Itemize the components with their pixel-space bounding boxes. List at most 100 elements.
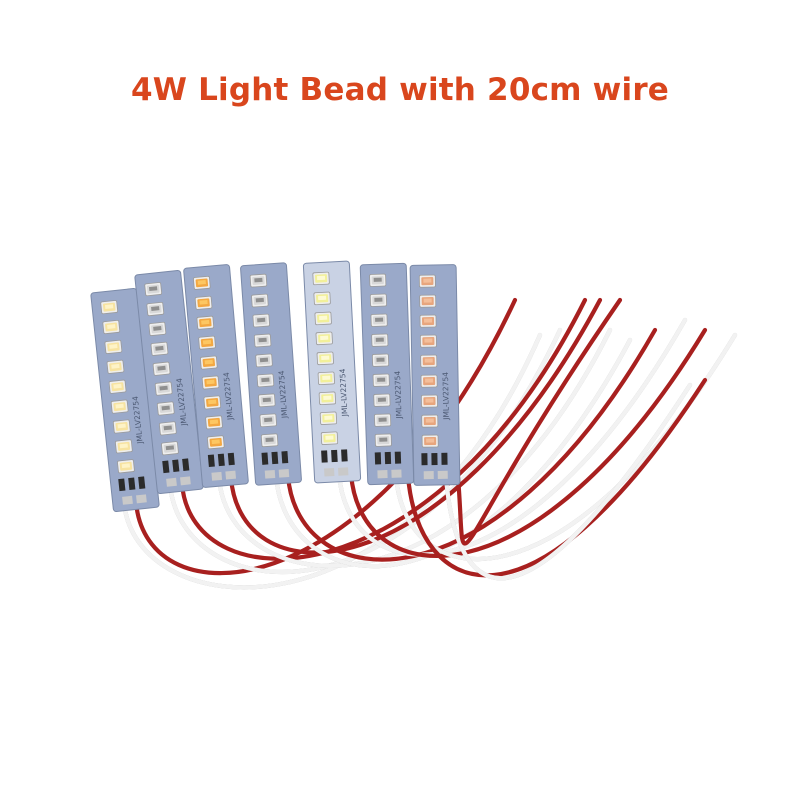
led-glow — [319, 315, 328, 321]
led-glow — [426, 438, 435, 443]
led-glow — [424, 318, 433, 323]
resistor — [421, 453, 428, 466]
led-glow — [206, 379, 215, 385]
led-glow — [423, 278, 432, 283]
led-glow — [374, 297, 383, 302]
resistor — [172, 459, 180, 473]
led-glow — [425, 378, 434, 383]
led-glow — [211, 439, 220, 445]
led-glow — [376, 357, 385, 362]
resistor — [394, 451, 402, 464]
led-glow — [318, 295, 327, 301]
led-glow — [261, 377, 270, 383]
led-strip-3: JML-LV22754 — [183, 264, 249, 488]
led-glow — [197, 280, 206, 285]
led-glow — [375, 317, 384, 322]
led-glow — [425, 398, 434, 403]
led-strip-6: JML-LV22754 — [359, 262, 415, 486]
solder-pad — [166, 477, 177, 487]
led-glow — [262, 397, 271, 403]
led-strip-5: JML-LV22754 — [302, 260, 362, 484]
led-glow — [255, 297, 264, 303]
solder-pad — [264, 469, 276, 479]
solder-pad — [278, 468, 290, 478]
board-label: JML-LV22754 — [393, 370, 404, 419]
solder-pad — [338, 467, 349, 476]
led-glow — [157, 365, 166, 371]
led-glow — [109, 344, 118, 349]
resistor — [321, 450, 328, 463]
led-glow — [254, 277, 263, 283]
solder-pad — [225, 470, 237, 480]
led-glow — [323, 395, 332, 400]
solder-pad — [180, 476, 191, 486]
resistor — [227, 452, 235, 466]
resistor — [384, 451, 392, 465]
solder-pad — [377, 470, 388, 479]
led-glow — [378, 417, 387, 422]
led-glow — [324, 415, 333, 420]
resistor — [374, 452, 382, 465]
solder-pad — [391, 469, 402, 478]
resistor — [271, 451, 279, 465]
board-label: JML-LV22754 — [441, 372, 451, 421]
led-glow — [259, 357, 269, 363]
led-glow — [379, 437, 388, 442]
led-glow — [199, 299, 208, 305]
led-glow — [257, 317, 266, 323]
led-glow — [159, 385, 168, 391]
wire — [228, 297, 603, 555]
resistor — [341, 449, 348, 462]
resistor — [128, 477, 136, 491]
led-glow — [121, 463, 131, 469]
resistor — [162, 460, 170, 474]
led-glow — [165, 445, 175, 451]
led-glow — [155, 345, 164, 351]
resistor — [441, 452, 448, 465]
led-glow — [119, 443, 128, 449]
led-glow — [321, 355, 330, 361]
led-glow — [258, 337, 267, 343]
led-glow — [424, 358, 433, 363]
resistor — [182, 458, 190, 471]
led-glow — [424, 338, 433, 343]
resistor — [331, 449, 338, 463]
led-glow — [104, 304, 114, 310]
resistor — [281, 451, 289, 464]
led-glow — [161, 405, 170, 411]
solder-pad — [324, 468, 335, 477]
solder-pad — [211, 471, 223, 481]
resistor — [431, 452, 438, 466]
led-glow — [117, 423, 126, 429]
wire — [455, 297, 623, 546]
led-glow — [204, 359, 213, 365]
led-glow — [425, 418, 434, 423]
product-title: 4W Light Bead with 20cm wire — [130, 72, 670, 108]
wire — [336, 317, 688, 557]
led-glow — [373, 277, 382, 282]
resistor — [261, 452, 269, 465]
led-glow — [202, 339, 212, 345]
resistor — [207, 454, 215, 467]
wire — [273, 337, 633, 569]
led-glow — [320, 335, 329, 341]
led-glow — [265, 437, 274, 443]
board-label: JML-LV22754 — [222, 372, 235, 422]
wire — [405, 377, 708, 578]
led-glow — [107, 324, 116, 329]
led-glow — [375, 337, 384, 342]
wire — [216, 327, 613, 568]
solder-pad — [437, 470, 448, 479]
led-glow — [377, 397, 386, 402]
led-glow — [322, 375, 331, 381]
led-glow — [316, 275, 326, 281]
wire — [348, 327, 708, 558]
led-glow — [111, 363, 120, 369]
wire — [443, 382, 693, 581]
wire-bundle — [121, 297, 738, 590]
board-label: JML-LV22754 — [277, 370, 289, 420]
solder-pad — [122, 495, 133, 505]
resistor — [138, 476, 146, 489]
